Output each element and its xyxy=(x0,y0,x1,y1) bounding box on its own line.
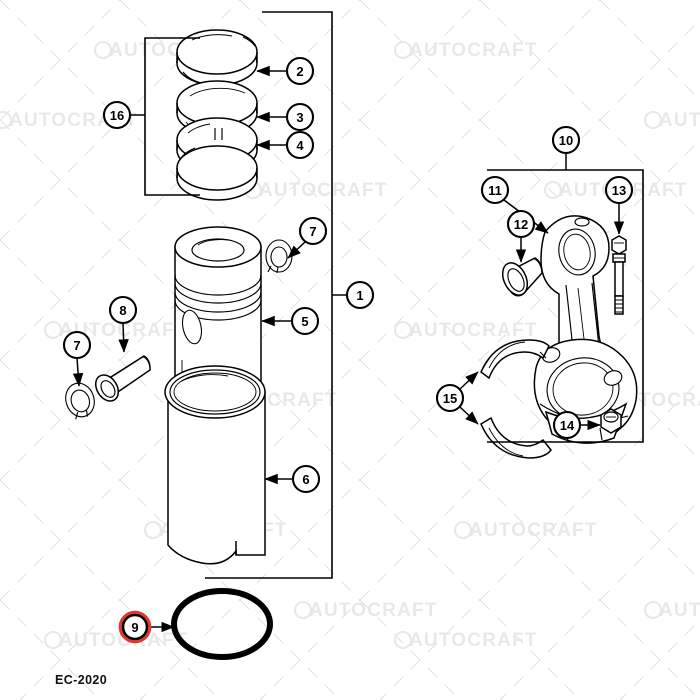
callout-leader-15 xyxy=(459,406,479,425)
callout-circle xyxy=(551,125,581,155)
callout-number: 13 xyxy=(612,183,626,198)
connecting-rod-bolt[interactable] xyxy=(611,235,627,315)
callout-number: 3 xyxy=(296,110,303,125)
connecting-rod-bearing-shell-lower[interactable] xyxy=(480,416,552,459)
callout-11[interactable]: 11 xyxy=(480,175,510,205)
callout-circle xyxy=(121,613,149,641)
callout-leader-8 xyxy=(118,322,129,353)
callout-number: 12 xyxy=(514,217,528,232)
callout-number: 6 xyxy=(302,472,309,487)
callout-leader-15 xyxy=(459,371,479,390)
connecting-rod-bushing[interactable] xyxy=(498,257,543,299)
callout-number: 1 xyxy=(356,288,363,303)
callout-6[interactable]: 6 xyxy=(291,464,321,494)
piston-pin-circlip-upper[interactable] xyxy=(265,239,293,274)
callout-14[interactable]: 14 xyxy=(552,410,582,440)
connecting-rod-bearing-shell-upper[interactable] xyxy=(480,339,550,380)
callout-number: 7 xyxy=(309,224,316,239)
callout-circle xyxy=(298,216,328,246)
callout-circle xyxy=(290,306,320,336)
callout-number: 8 xyxy=(119,303,126,318)
callout-circle xyxy=(604,175,634,205)
callout-2[interactable]: 2 xyxy=(285,56,315,86)
callout-leader-7a xyxy=(287,241,306,259)
piston-pin[interactable] xyxy=(91,355,151,405)
callout-number: 7 xyxy=(73,338,80,353)
callout-10[interactable]: 10 xyxy=(551,125,581,155)
conrod-assembly-box-10 xyxy=(487,169,644,443)
callout-5[interactable]: 5 xyxy=(290,306,320,336)
callout-number: 4 xyxy=(296,138,304,153)
callout-circle xyxy=(291,464,321,494)
callout-number: 15 xyxy=(443,391,457,406)
callout-circle xyxy=(345,280,375,310)
cylinder-liner-o-ring[interactable] xyxy=(171,588,273,660)
callout-7b[interactable]: 7 xyxy=(62,330,92,360)
ring-set-bracket-16 xyxy=(144,37,200,196)
callout-16[interactable]: 16 xyxy=(102,100,132,130)
callout-12[interactable]: 12 xyxy=(506,209,536,239)
callout-4[interactable]: 4 xyxy=(285,130,315,160)
callout-15[interactable]: 15 xyxy=(435,383,465,413)
callout-circle xyxy=(552,410,582,440)
callout-7a[interactable]: 7 xyxy=(298,216,328,246)
callout-number: 9 xyxy=(131,620,138,635)
callout-circle xyxy=(108,295,138,325)
piston[interactable] xyxy=(174,226,262,404)
callout-number: 10 xyxy=(559,133,573,148)
callout-number: 11 xyxy=(488,183,502,198)
callout-circle xyxy=(285,130,315,160)
callout-9[interactable]: 9 xyxy=(118,610,152,644)
callout-3[interactable]: 3 xyxy=(285,102,315,132)
callout-circle xyxy=(102,100,132,130)
callout-number: 14 xyxy=(560,418,575,433)
callout-leader-7b xyxy=(72,357,84,387)
callout-circle xyxy=(480,175,510,205)
callout-highlight-ring xyxy=(118,610,152,644)
callout-circle xyxy=(285,102,315,132)
callout-circle xyxy=(285,56,315,86)
callout-13[interactable]: 13 xyxy=(604,175,634,205)
callout-number: 5 xyxy=(301,314,308,329)
cylinder-liner[interactable] xyxy=(164,365,266,565)
callout-circle xyxy=(62,330,92,360)
part-number-label: EC-2020 xyxy=(55,673,108,687)
callout-circle xyxy=(435,383,465,413)
callout-8[interactable]: 8 xyxy=(108,295,138,325)
piston-pin-circlip-lower[interactable] xyxy=(61,380,98,421)
callout-number: 2 xyxy=(296,64,303,79)
connecting-rod-nut[interactable] xyxy=(600,408,622,434)
callout-circle xyxy=(506,209,536,239)
callout-number: 16 xyxy=(110,108,124,123)
piston-ring-oil-lower-band xyxy=(176,145,258,201)
callout-1[interactable]: 1 xyxy=(345,280,375,310)
